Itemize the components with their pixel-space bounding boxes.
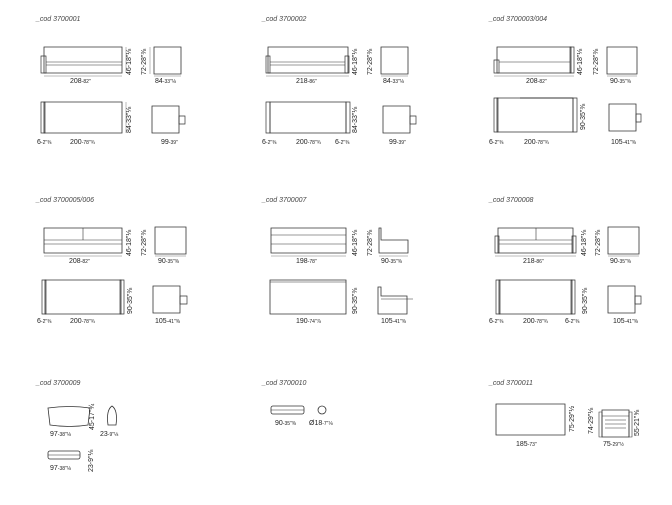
open-depth: 105-41"⅜: [611, 139, 636, 146]
depth-1: 23-9"⅛: [100, 431, 119, 438]
plan-right-arm: 6-2"⅜: [565, 318, 580, 325]
product-code: _cod 3700005/006: [36, 197, 94, 204]
product-code: _cod 3700010: [262, 380, 307, 387]
product-code: _cod 3700002: [262, 16, 307, 23]
plan-width: 200-78"¾: [296, 139, 321, 146]
open-depth: 99-39": [161, 139, 178, 146]
plan-width: 200-78"¾: [524, 139, 549, 146]
side-depth: 90-35"⅜: [610, 78, 631, 85]
side-width: 75-29"½: [603, 441, 624, 448]
plan-right-arm: 6-2"⅜: [335, 139, 350, 146]
plan-width: 200-78"¾: [70, 318, 95, 325]
plan-left-arm: 6-2"⅜: [37, 139, 52, 146]
product-code: _cod 3700007: [262, 197, 307, 204]
front-width: 198-78": [296, 258, 317, 265]
product-code: _cod 3700003/004: [489, 16, 547, 23]
plan-width: 200-78"¾: [523, 318, 548, 325]
open-depth: 105-41"⅜: [155, 318, 180, 325]
plan-left-arm: 6-2"⅜: [37, 318, 52, 325]
plan-left-arm: 6-2"⅜: [489, 139, 504, 146]
open-depth: 105-41"⅜: [613, 318, 638, 325]
height: 75-29"½: [569, 405, 576, 432]
side-height-2: 55-21"⅝: [634, 409, 641, 436]
diameter: Ø18-7"⅛: [309, 420, 333, 427]
side-depth: 90-35"⅜: [610, 258, 631, 265]
width-1: 97-38"⅛: [50, 431, 71, 438]
plan-width: 200-78"¾: [70, 139, 95, 146]
plan-left-arm: 6-2"⅜: [489, 318, 504, 325]
width: 185-73": [516, 441, 537, 448]
product-code: _cod 3700008: [489, 197, 534, 204]
open-depth: 105-41"⅜: [381, 318, 406, 325]
front-width: 208-82": [69, 258, 90, 265]
front-width: 208-82": [526, 78, 547, 85]
side-depth: 90-35"⅜: [158, 258, 179, 265]
front-width: 208-82": [70, 78, 91, 85]
plan-left-arm: 6-2"⅜: [262, 139, 277, 146]
width: 90-35"⅜: [275, 420, 296, 427]
product-code: _cod 3700001: [36, 16, 81, 23]
product-code: _cod 3700011: [489, 380, 533, 387]
plan-width: 190-74"⅞: [296, 318, 321, 325]
front-width: 218-86": [523, 258, 544, 265]
width-2: 97-38"⅛: [50, 465, 71, 472]
side-height: 74-29"⅛: [588, 407, 595, 434]
open-depth: 99-39": [389, 139, 406, 146]
side-depth: 84-33"⅛: [155, 78, 176, 85]
front-width: 218-86": [296, 78, 317, 85]
side-depth: 84-33"⅛: [383, 78, 404, 85]
product-code: _cod 3700009: [36, 380, 81, 387]
side-depth: 90-35"⅜: [381, 258, 402, 265]
